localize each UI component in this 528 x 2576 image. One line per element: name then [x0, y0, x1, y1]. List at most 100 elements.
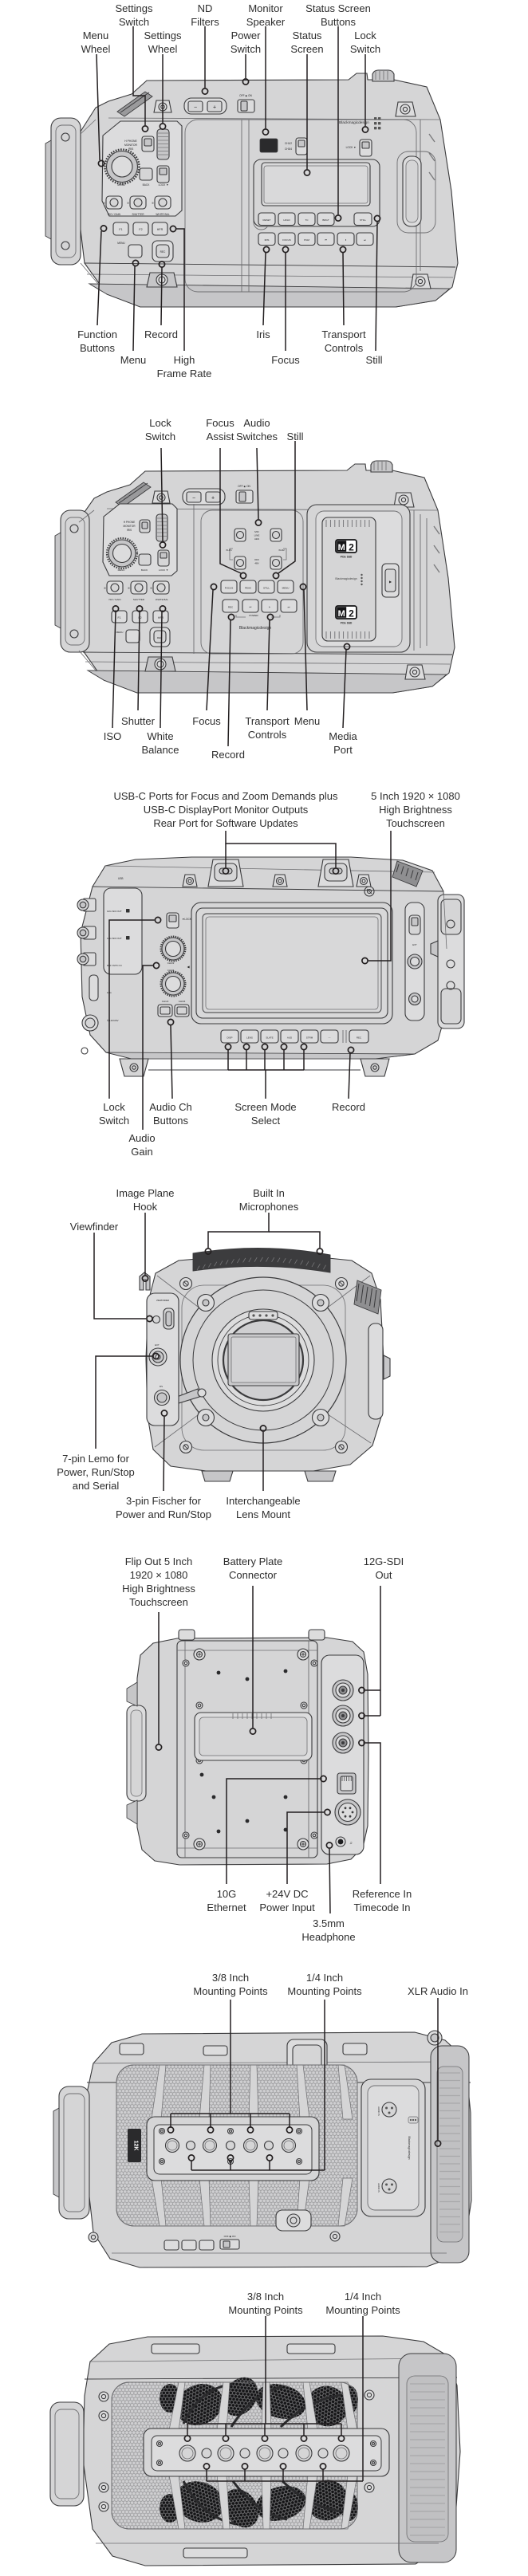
svg-text:⏵: ⏵ [345, 238, 347, 242]
svg-text:−: − [194, 105, 197, 111]
svg-text:12K: 12K [133, 2141, 139, 2151]
svg-text:◎: ◎ [127, 202, 130, 205]
svg-text:VIEWFINDER: VIEWFINDER [156, 1299, 169, 1302]
svg-text:⏵: ⏵ [269, 606, 270, 609]
svg-text:STRM: STRM [306, 1036, 313, 1040]
svg-text:⏭: ⏭ [288, 606, 290, 609]
svg-text:◎: ◎ [128, 587, 131, 590]
svg-text:48V: 48V [254, 562, 258, 565]
svg-text:◎: ◎ [103, 202, 106, 205]
svg-text:REC: REC [357, 1036, 362, 1040]
svg-text:MIC: MIC [254, 530, 259, 533]
svg-text:POWER: POWER [249, 614, 258, 617]
svg-text:+: + [213, 105, 216, 111]
svg-text:AUDIO IN: AUDIO IN [377, 2106, 380, 2116]
svg-text:+: + [211, 496, 215, 501]
svg-text:▼LOCK: ▼LOCK [182, 918, 192, 921]
svg-text:LOCK ▼: LOCK ▼ [159, 183, 169, 187]
svg-text:Blackmagicdesign: Blackmagicdesign [239, 626, 272, 631]
svg-text:IRIS: IRIS [265, 238, 270, 242]
svg-text:HFR: HFR [157, 228, 164, 231]
svg-text:MENU: MENU [116, 631, 124, 634]
svg-text:TC: TC [305, 218, 309, 222]
svg-text:F1: F1 [118, 616, 121, 619]
svg-text:CH3/4: CH3/4 [167, 969, 175, 972]
svg-text:PEAK: PEAK [245, 587, 251, 590]
svg-text:LENS: LENS [246, 1036, 253, 1040]
svg-text:LINE: LINE [254, 534, 260, 537]
svg-text:AUDIO IN: AUDIO IN [377, 2183, 380, 2193]
svg-text:H PHONE: H PHONE [124, 140, 137, 143]
svg-text:⏮: ⏮ [325, 238, 327, 242]
svg-text:◎: ◎ [150, 587, 153, 590]
svg-text:⏮: ⏮ [250, 606, 252, 609]
svg-text:OFF ◉ ON: OFF ◉ ON [224, 2235, 236, 2238]
svg-text:OFF: OFF [254, 558, 259, 561]
svg-text:WHITE BAL: WHITE BAL [156, 213, 169, 216]
svg-text:HOLD: HOLD [283, 218, 290, 222]
svg-text:CH1/2: CH1/2 [167, 962, 175, 965]
svg-text:MENU: MENU [118, 568, 125, 572]
svg-text:F2: F2 [139, 228, 142, 231]
svg-text:OFF ◉ ON: OFF ◉ ON [239, 94, 252, 97]
svg-text:AUD: AUD [287, 1036, 293, 1040]
svg-text:12G SDI OUT: 12G SDI OUT [107, 910, 122, 913]
svg-text:RESET: RESET [262, 218, 270, 222]
svg-text:PCIe SSD: PCIe SSD [341, 622, 353, 625]
svg-text:REC: REC [157, 636, 163, 639]
svg-text:USB: USB [118, 877, 124, 880]
svg-text:REF IN/TC IN: REF IN/TC IN [107, 964, 122, 967]
svg-text:BACK: BACK [143, 183, 151, 187]
svg-text:H PHONE: H PHONE [124, 521, 136, 524]
svg-text:PGM: PGM [304, 238, 309, 242]
svg-text:◎: ◎ [104, 587, 107, 590]
svg-text:MENU: MENU [282, 587, 290, 590]
svg-text:◀: ◀ [187, 965, 190, 969]
svg-text:◎: ◎ [152, 202, 155, 205]
svg-text:IRIS: IRIS [127, 529, 132, 532]
svg-text:−: − [192, 496, 195, 501]
svg-text:M: M [338, 543, 345, 553]
svg-text:BRGT: BRGT [322, 218, 329, 222]
svg-text:PCIe SSD: PCIe SSD [341, 556, 353, 559]
svg-text:⏭: ⏭ [364, 238, 366, 242]
svg-text:MONITOR: MONITOR [124, 144, 137, 147]
svg-text:STILL: STILL [263, 587, 270, 590]
svg-text:⚲ 12V/24V: ⚲ 12V/24V [107, 1019, 119, 1022]
svg-text:Blackmagicdesign: Blackmagicdesign [339, 120, 369, 124]
svg-text:12G SDI OUT: 12G SDI OUT [107, 937, 122, 940]
svg-text:CH3/4: CH3/4 [285, 147, 292, 151]
svg-text:♫: ♫ [349, 1841, 353, 1846]
svg-text:EXT: EXT [412, 943, 417, 946]
svg-text:CH1/2: CH1/2 [285, 142, 292, 145]
svg-text:LOCK ▼: LOCK ▼ [346, 146, 357, 149]
svg-text:2: 2 [349, 608, 354, 619]
svg-text:ISO / GAIN: ISO / GAIN [108, 213, 121, 216]
svg-text:XLR1: XLR1 [226, 549, 232, 552]
svg-text:BACK: BACK [141, 568, 148, 572]
svg-text:RS: RS [160, 1385, 163, 1388]
svg-text:CH1/2: CH1/2 [162, 1000, 169, 1003]
svg-text:SLATE: SLATE [266, 1036, 273, 1040]
svg-text:XLR2: XLR2 [278, 549, 285, 552]
svg-text:REC: REC [160, 250, 166, 254]
svg-text:LOCK ▼: LOCK ▼ [159, 568, 168, 572]
svg-text:DISP: DISP [227, 1036, 232, 1040]
svg-text:MENU: MENU [117, 183, 125, 187]
svg-text:FOCUS: FOCUS [225, 587, 234, 590]
svg-text:STILL: STILL [360, 218, 366, 222]
svg-text:ISO / GAIN: ISO / GAIN [108, 598, 120, 601]
svg-text:MONITOR: MONITOR [124, 525, 136, 528]
svg-text:⋯: ⋯ [329, 1036, 331, 1040]
svg-text:IRIS: IRIS [128, 147, 134, 151]
svg-text:MENU: MENU [117, 242, 125, 245]
svg-text:M: M [338, 609, 345, 619]
svg-text:FOCUS: FOCUS [282, 238, 291, 242]
svg-text:HFR: HFR [158, 616, 164, 619]
svg-text:SHUTTER: SHUTTER [133, 598, 145, 601]
svg-text:2: 2 [349, 542, 354, 553]
svg-text:Blackmagicdesign: Blackmagicdesign [408, 2137, 411, 2160]
svg-text:CH3/4: CH3/4 [179, 1000, 186, 1003]
svg-text:Blackmagicdesign: Blackmagicdesign [335, 577, 357, 580]
svg-text:EXT: EXT [155, 1343, 160, 1347]
